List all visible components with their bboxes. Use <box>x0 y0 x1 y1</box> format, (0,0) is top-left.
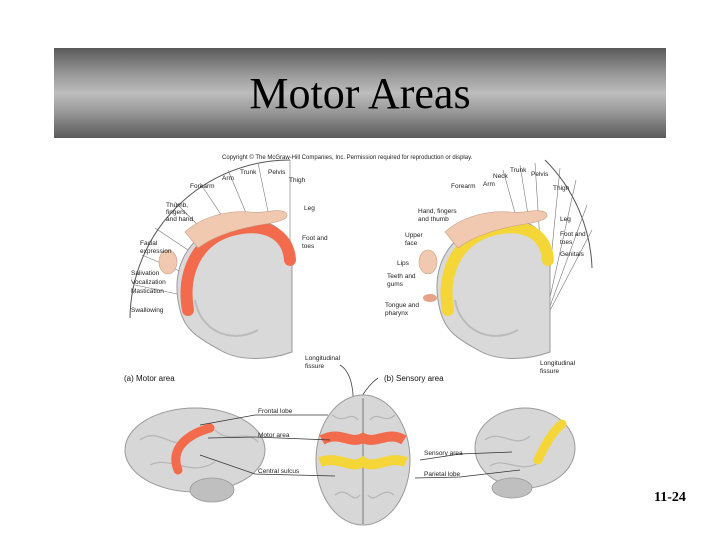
sensory-homunculus <box>444 210 548 249</box>
sensory-label-arm: Arm <box>483 181 495 188</box>
motor-label-thumb-3: and hand <box>166 216 193 223</box>
sensory-label-trunk: Trunk <box>510 167 527 174</box>
sensory-label-tongue-1: Tongue and <box>385 302 419 309</box>
sensory-label-tongue-2: pharynx <box>385 310 409 317</box>
motor-label-pelvis: Pelvis <box>268 169 286 176</box>
motor-label-thigh: Thigh <box>289 177 306 184</box>
bottom-leader-lines <box>199 414 521 479</box>
motor-label-leg: Leg <box>304 205 315 212</box>
motor-label-facial-1: Facial <box>140 240 158 247</box>
left-lateral-brain <box>124 407 266 503</box>
title-bar: Motor Areas <box>54 48 666 138</box>
right-lateral-brain <box>474 407 576 499</box>
motor-panel: Trunk Arm Pelvis Thigh Forearm Leg Thumb… <box>124 159 341 383</box>
sensory-label-neck: Neck <box>493 173 509 180</box>
motor-label-vocalization: Vocalization <box>131 279 166 286</box>
motor-label-foot-2: toes <box>302 243 315 250</box>
motor-label-facial-2: expression <box>140 248 172 255</box>
page-number: 11-24 <box>654 490 686 505</box>
sensory-label-forearm: Forearm <box>451 183 476 190</box>
top-view-brain <box>315 394 411 526</box>
motor-label-forearm: Forearm <box>190 183 215 190</box>
motor-homunculus <box>184 210 288 249</box>
motor-label-mastication: Mastication <box>131 288 164 295</box>
sensory-label-teeth-2: gums <box>387 281 404 288</box>
sensory-label-leg: Leg <box>560 216 571 223</box>
label-motor-area: Motor area <box>258 432 290 439</box>
sensory-label-thigh: Thigh <box>553 185 570 192</box>
top-sensory-strip <box>318 455 408 470</box>
label-sensory-area: Sensory area <box>424 450 463 457</box>
motor-label-fissure-2: fissure <box>305 363 325 370</box>
motor-caption: (a) Motor area <box>124 374 175 383</box>
label-central-sulcus: Central sulcus <box>258 468 300 475</box>
motor-label-foot-1: Foot and <box>302 235 328 242</box>
label-parietal-lobe: Parietal lobe <box>424 471 461 478</box>
sensory-label-upper-face-2: face <box>405 240 418 247</box>
sensory-label-pelvis: Pelvis <box>531 171 549 178</box>
sensory-label-upper-face-1: Upper <box>405 232 424 239</box>
sensory-label-fissure-1: Longitudinal <box>540 360 576 367</box>
motor-label-trunk: Trunk <box>240 169 257 176</box>
right-sensory-strip <box>533 419 567 465</box>
sensory-label-fissure-2: fissure <box>540 368 560 375</box>
motor-fan-arc <box>129 159 291 319</box>
sensory-label-foot-2: toes <box>560 239 573 246</box>
sensory-label-genitals: Genitals <box>560 251 585 258</box>
label-frontal-lobe: Frontal lobe <box>258 408 293 415</box>
left-motor-strip <box>171 423 215 475</box>
sensory-panel: Trunk Neck Pelvis Forearm Arm Thigh Hand… <box>384 159 593 383</box>
top-motor-strip <box>319 431 407 445</box>
motor-label-thumb-1: Thumb, <box>166 202 188 209</box>
sensory-caption: (b) Sensory area <box>384 374 444 383</box>
sensory-label-hand-2: and thumb <box>418 216 449 223</box>
motor-label-swallowing: Swallowing <box>131 307 164 314</box>
sensory-label-foot-1: Foot and <box>560 231 586 238</box>
motor-label-fissure-1: Longitudinal <box>305 355 341 362</box>
motor-label-thumb-2: fingers, <box>166 209 188 216</box>
sensory-label-teeth-1: Teeth and <box>387 273 416 280</box>
slide-title: Motor Areas <box>249 68 471 118</box>
sensory-label-hand-1: Hand, fingers <box>418 208 457 215</box>
copyright-notice: Copyright © The McGraw-Hill Companies, I… <box>222 155 473 161</box>
motor-label-arm: Arm <box>222 175 234 182</box>
sensory-label-lips: Lips <box>397 260 410 267</box>
motor-label-salivation: Salivation <box>131 270 160 277</box>
sensory-fan-arc <box>544 159 593 269</box>
